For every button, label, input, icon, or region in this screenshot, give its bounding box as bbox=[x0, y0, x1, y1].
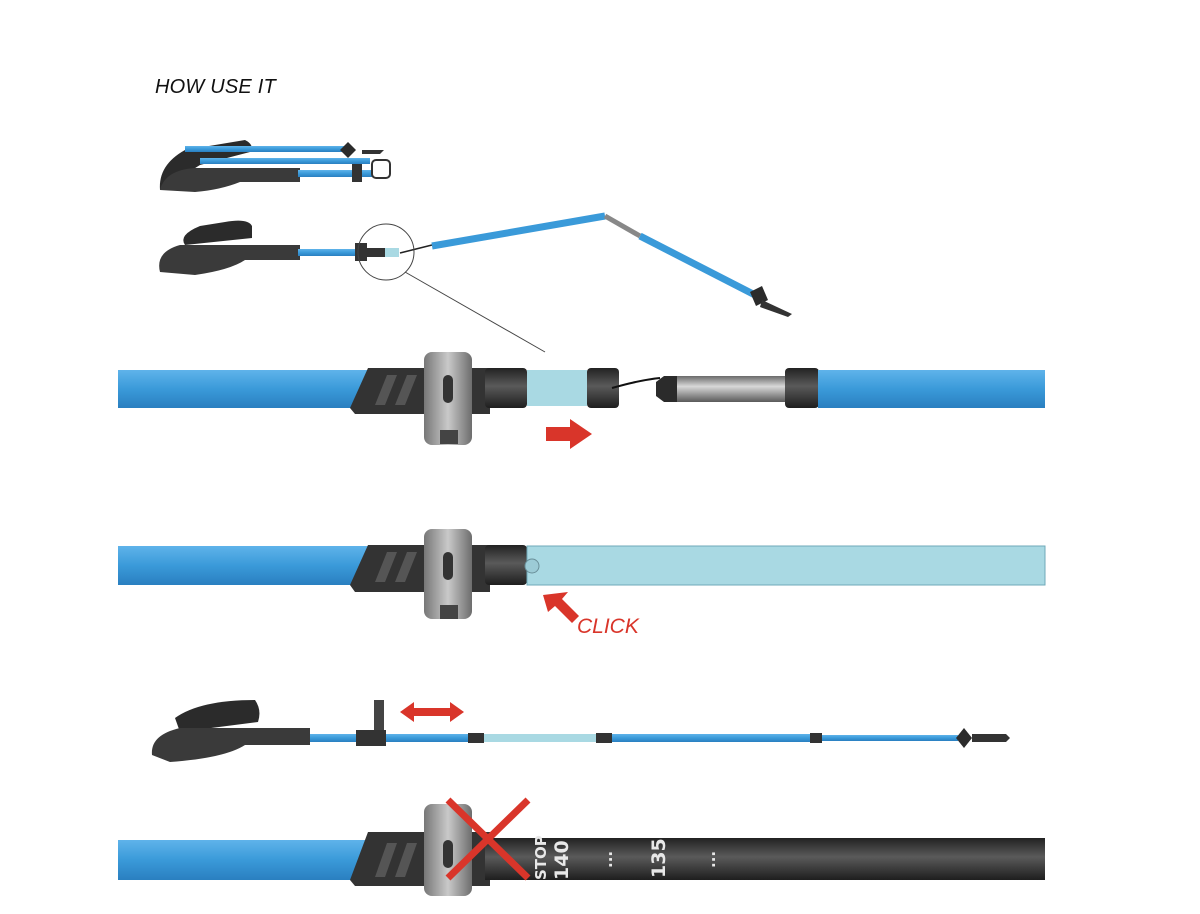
scale-dots-1: ... bbox=[598, 851, 616, 868]
detail-stop-limit: STOP 140 ... 135 ... bbox=[118, 797, 1045, 896]
scale-135: 135 bbox=[648, 838, 670, 878]
zoom-circle bbox=[357, 223, 415, 281]
unfolding-pole bbox=[159, 212, 792, 353]
detail-unlocked bbox=[118, 352, 1045, 449]
click-label: CLICK bbox=[577, 615, 639, 638]
click-arrow-icon bbox=[543, 592, 579, 623]
scale-140: 140 bbox=[551, 840, 573, 880]
pull-arrow-icon bbox=[546, 419, 592, 449]
scale-stop: STOP bbox=[532, 835, 550, 880]
instructions-title: HOW USE IT bbox=[155, 76, 276, 98]
scale-dots-2: ... bbox=[701, 851, 719, 868]
folded-pole bbox=[159, 140, 391, 192]
extended-pole bbox=[151, 700, 1010, 762]
cross-icon bbox=[445, 797, 531, 881]
detail-locked bbox=[118, 529, 1046, 623]
adjust-arrows-icon bbox=[400, 702, 464, 722]
